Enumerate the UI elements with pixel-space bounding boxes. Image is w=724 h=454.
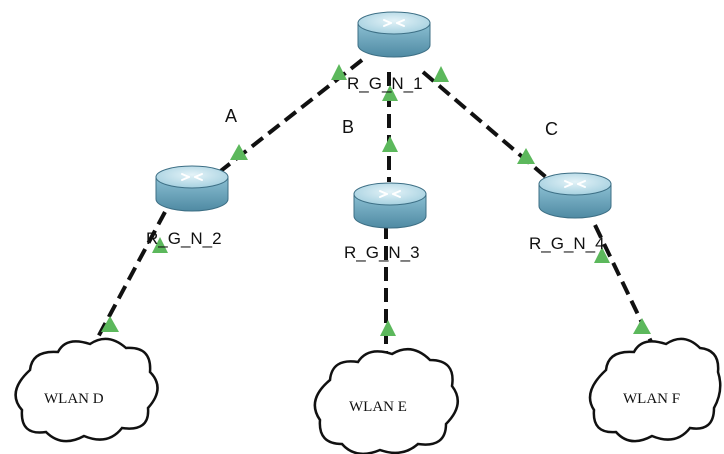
link-up-indicator — [331, 64, 347, 80]
cloud-label: WLAN E — [349, 399, 407, 415]
link-up-indicator — [594, 247, 610, 263]
link-up-indicator — [633, 318, 651, 334]
router-icon[interactable] — [353, 182, 427, 229]
router-label: R_G_N_1 — [347, 74, 423, 93]
router-icon[interactable] — [538, 172, 612, 219]
router-icon[interactable] — [357, 11, 431, 58]
link-up-indicator — [230, 144, 248, 160]
router-label: R_G_N_4 — [529, 234, 605, 253]
cloud-icon[interactable]: WLAN F — [588, 337, 722, 443]
link-up-indicator — [382, 136, 398, 152]
router-icon[interactable] — [155, 165, 229, 212]
link-indicators — [101, 64, 651, 336]
cloud-label: WLAN F — [623, 391, 680, 407]
link-label: A — [225, 106, 237, 126]
router-label: R_G_N_2 — [146, 229, 222, 248]
link-up-indicator — [101, 316, 119, 332]
link-label: C — [545, 119, 558, 139]
link-up-indicator — [152, 237, 168, 253]
link-up-indicator — [433, 66, 449, 82]
link-up-indicator — [380, 320, 396, 336]
cloud-label: WLAN D — [44, 391, 104, 407]
cloud-icon[interactable]: WLAN D — [14, 337, 159, 443]
link-up-indicator — [517, 148, 535, 164]
link-d-line — [88, 211, 167, 353]
link-label: B — [342, 117, 354, 137]
router-label: R_G_N_3 — [344, 243, 420, 262]
cloud-icon[interactable]: WLAN E — [313, 347, 459, 454]
link-up-indicator — [382, 85, 398, 101]
